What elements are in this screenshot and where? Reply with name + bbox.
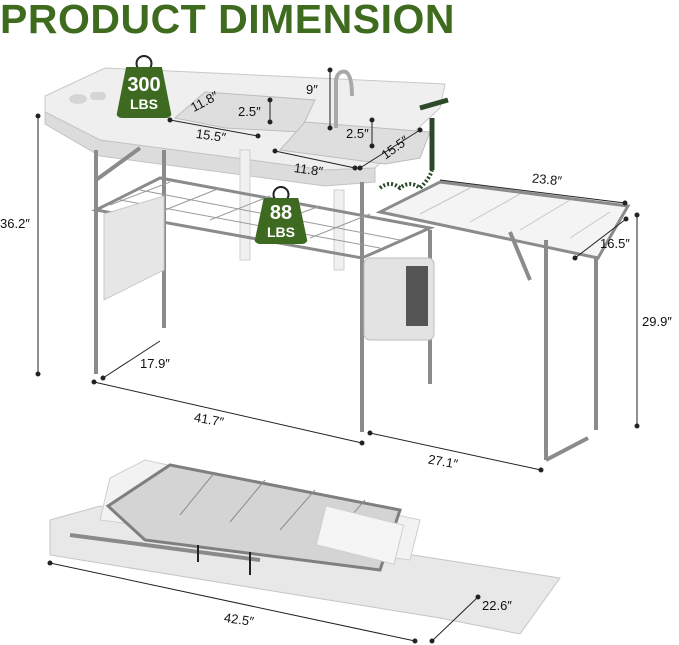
- cutting-board: [103, 195, 165, 301]
- weight-badge-top: 300 LBS: [116, 55, 172, 118]
- dim-total-height: 36.2″: [0, 216, 30, 231]
- dim-folded-width: 22.6″: [482, 598, 512, 613]
- dim-left-sink-depth: 2.5″: [238, 104, 261, 119]
- side-table: [375, 180, 631, 260]
- dim-faucet-height: 9″: [306, 82, 318, 97]
- dim-table-width: 17.9″: [140, 356, 170, 371]
- dim-side-table-width: 16.5″: [600, 236, 630, 251]
- weight-badge-shelf: 88 LBS: [254, 186, 308, 244]
- faucet: [334, 69, 354, 128]
- badge-value: 88: [269, 202, 293, 224]
- right-sink: [278, 121, 431, 165]
- page-title: PRODUCT DIMENSION: [0, 0, 455, 42]
- dim-side-table-height: 29.9″: [642, 314, 672, 329]
- dim-side-table-length: 23.8″: [531, 170, 563, 189]
- badge-unit: LBS: [130, 95, 158, 112]
- dim-right-sink-depth: 2.5″: [346, 126, 369, 141]
- badge-unit: LBS: [267, 224, 295, 240]
- badge-value: 300: [127, 73, 161, 96]
- left-sink: [173, 91, 316, 133]
